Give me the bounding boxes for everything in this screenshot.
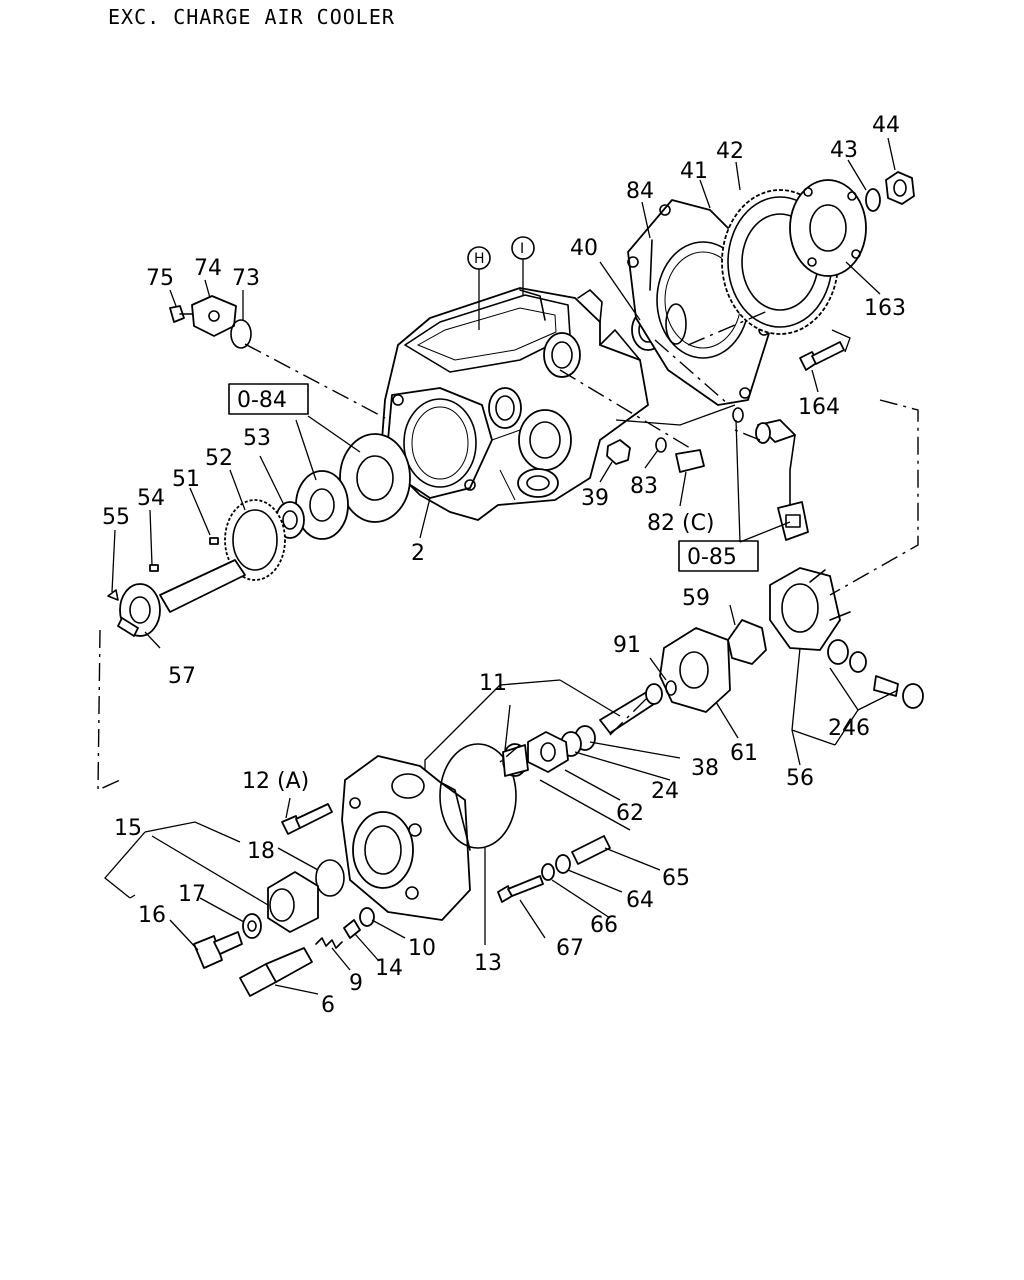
label-56: 56	[786, 766, 814, 791]
label-84: 84	[626, 179, 654, 204]
fitting-6	[239, 947, 313, 997]
cover-74	[191, 295, 237, 337]
label-61: 61	[730, 741, 758, 766]
washer-17	[242, 913, 262, 939]
label-51: 51	[172, 467, 200, 492]
nut-39	[606, 439, 631, 465]
key-51	[209, 537, 219, 545]
nut-44	[885, 171, 915, 205]
label-52: 52	[205, 446, 233, 471]
label-54: 54	[137, 486, 165, 511]
label-44: 44	[872, 113, 900, 138]
plate-0-84	[295, 433, 411, 540]
circle-mark-h: H	[467, 246, 491, 330]
label-64: 64	[626, 888, 654, 913]
plug-15	[267, 871, 319, 933]
label-82: 82 (C)	[647, 511, 715, 536]
label-13: 13	[474, 951, 502, 976]
washer-83	[655, 437, 667, 453]
bolt-164	[799, 341, 845, 371]
plug-82	[675, 449, 705, 473]
hub-flange-163	[789, 179, 867, 277]
plate-61	[659, 627, 731, 713]
label-83: 83	[630, 474, 658, 499]
label-15: 15	[114, 816, 142, 841]
label-42: 42	[716, 139, 744, 164]
label-66: 66	[590, 913, 618, 938]
circle-mark-i: I	[511, 236, 535, 295]
svg-text:H: H	[474, 251, 485, 267]
label-16: 16	[138, 903, 166, 928]
label-246: 246	[828, 716, 870, 741]
label-53: 53	[243, 426, 271, 451]
svg-text:0-84: 0-84	[237, 388, 287, 413]
spring-9	[315, 937, 343, 949]
washer-91	[665, 680, 677, 696]
washer-43	[865, 188, 881, 212]
label-57: 57	[168, 664, 196, 689]
label-67: 67	[556, 936, 584, 961]
diagram-title: EXC. CHARGE AIR COOLER	[108, 5, 395, 29]
stud-84	[649, 239, 653, 291]
label-14: 14	[375, 956, 403, 981]
o-ring-73	[230, 319, 252, 349]
alignment-lines	[97, 309, 919, 792]
label-2: 2	[411, 541, 425, 566]
label-74: 74	[194, 256, 222, 281]
leader-lines	[104, 137, 899, 995]
label-17: 17	[178, 882, 206, 907]
gear-52	[224, 499, 286, 581]
shaft-57	[117, 559, 246, 637]
label-6: 6	[321, 993, 335, 1018]
label-59: 59	[682, 586, 710, 611]
label-164: 164	[798, 395, 840, 420]
label-65: 65	[662, 866, 690, 891]
label-43: 43	[830, 138, 858, 163]
pump-housing	[381, 287, 649, 521]
washer-10	[359, 907, 375, 927]
reference-0-84: 0-84	[228, 383, 309, 415]
label-73: 73	[232, 266, 260, 291]
head-body	[341, 755, 471, 921]
label-163: 163	[864, 296, 906, 321]
label-91: 91	[613, 633, 641, 658]
svg-text:I: I	[520, 241, 524, 257]
key-54	[149, 564, 159, 572]
coupling-56	[769, 567, 851, 651]
label-75: 75	[146, 266, 174, 291]
bush-246	[827, 639, 924, 709]
bolt-16	[193, 931, 243, 969]
svg-text:0-85: 0-85	[687, 545, 737, 570]
washer-66	[541, 863, 555, 881]
bolt-67	[497, 875, 544, 903]
label-18: 18	[247, 839, 275, 864]
label-10: 10	[408, 936, 436, 961]
bolt-12	[281, 803, 333, 835]
callout-labels: 2 6 9 10 11 12 (A) 13 14 15 16 17 18 24 …	[102, 113, 906, 1018]
spring-65	[571, 835, 611, 865]
label-11: 11	[479, 671, 507, 696]
rotor-59	[727, 619, 767, 665]
label-55: 55	[102, 505, 130, 530]
reference-0-85: 0-85	[678, 540, 759, 572]
label-38: 38	[691, 756, 719, 781]
label-40: 40	[570, 236, 598, 261]
sensor-0-85	[732, 407, 809, 541]
nut-64	[555, 854, 571, 874]
plate-62	[527, 731, 569, 773]
o-ring-13	[439, 743, 517, 849]
valve-14	[343, 919, 361, 939]
o-ring-18	[315, 859, 345, 897]
label-62: 62	[616, 801, 644, 826]
pin-55	[107, 589, 119, 601]
label-24: 24	[651, 779, 679, 804]
shaft-38	[599, 683, 663, 734]
label-9: 9	[349, 971, 363, 996]
label-39: 39	[581, 486, 609, 511]
label-12: 12 (A)	[242, 769, 309, 794]
label-41: 41	[680, 159, 708, 184]
